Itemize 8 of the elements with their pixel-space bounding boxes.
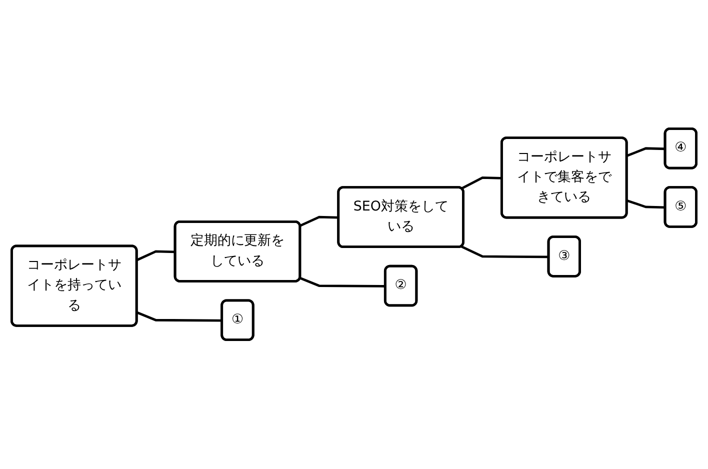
connector — [300, 277, 386, 288]
connector — [460, 246, 549, 258]
connector — [136, 250, 176, 262]
connector — [626, 200, 666, 209]
connector — [460, 176, 502, 190]
connector — [626, 147, 666, 158]
connector — [300, 216, 339, 228]
connector — [136, 312, 222, 322]
